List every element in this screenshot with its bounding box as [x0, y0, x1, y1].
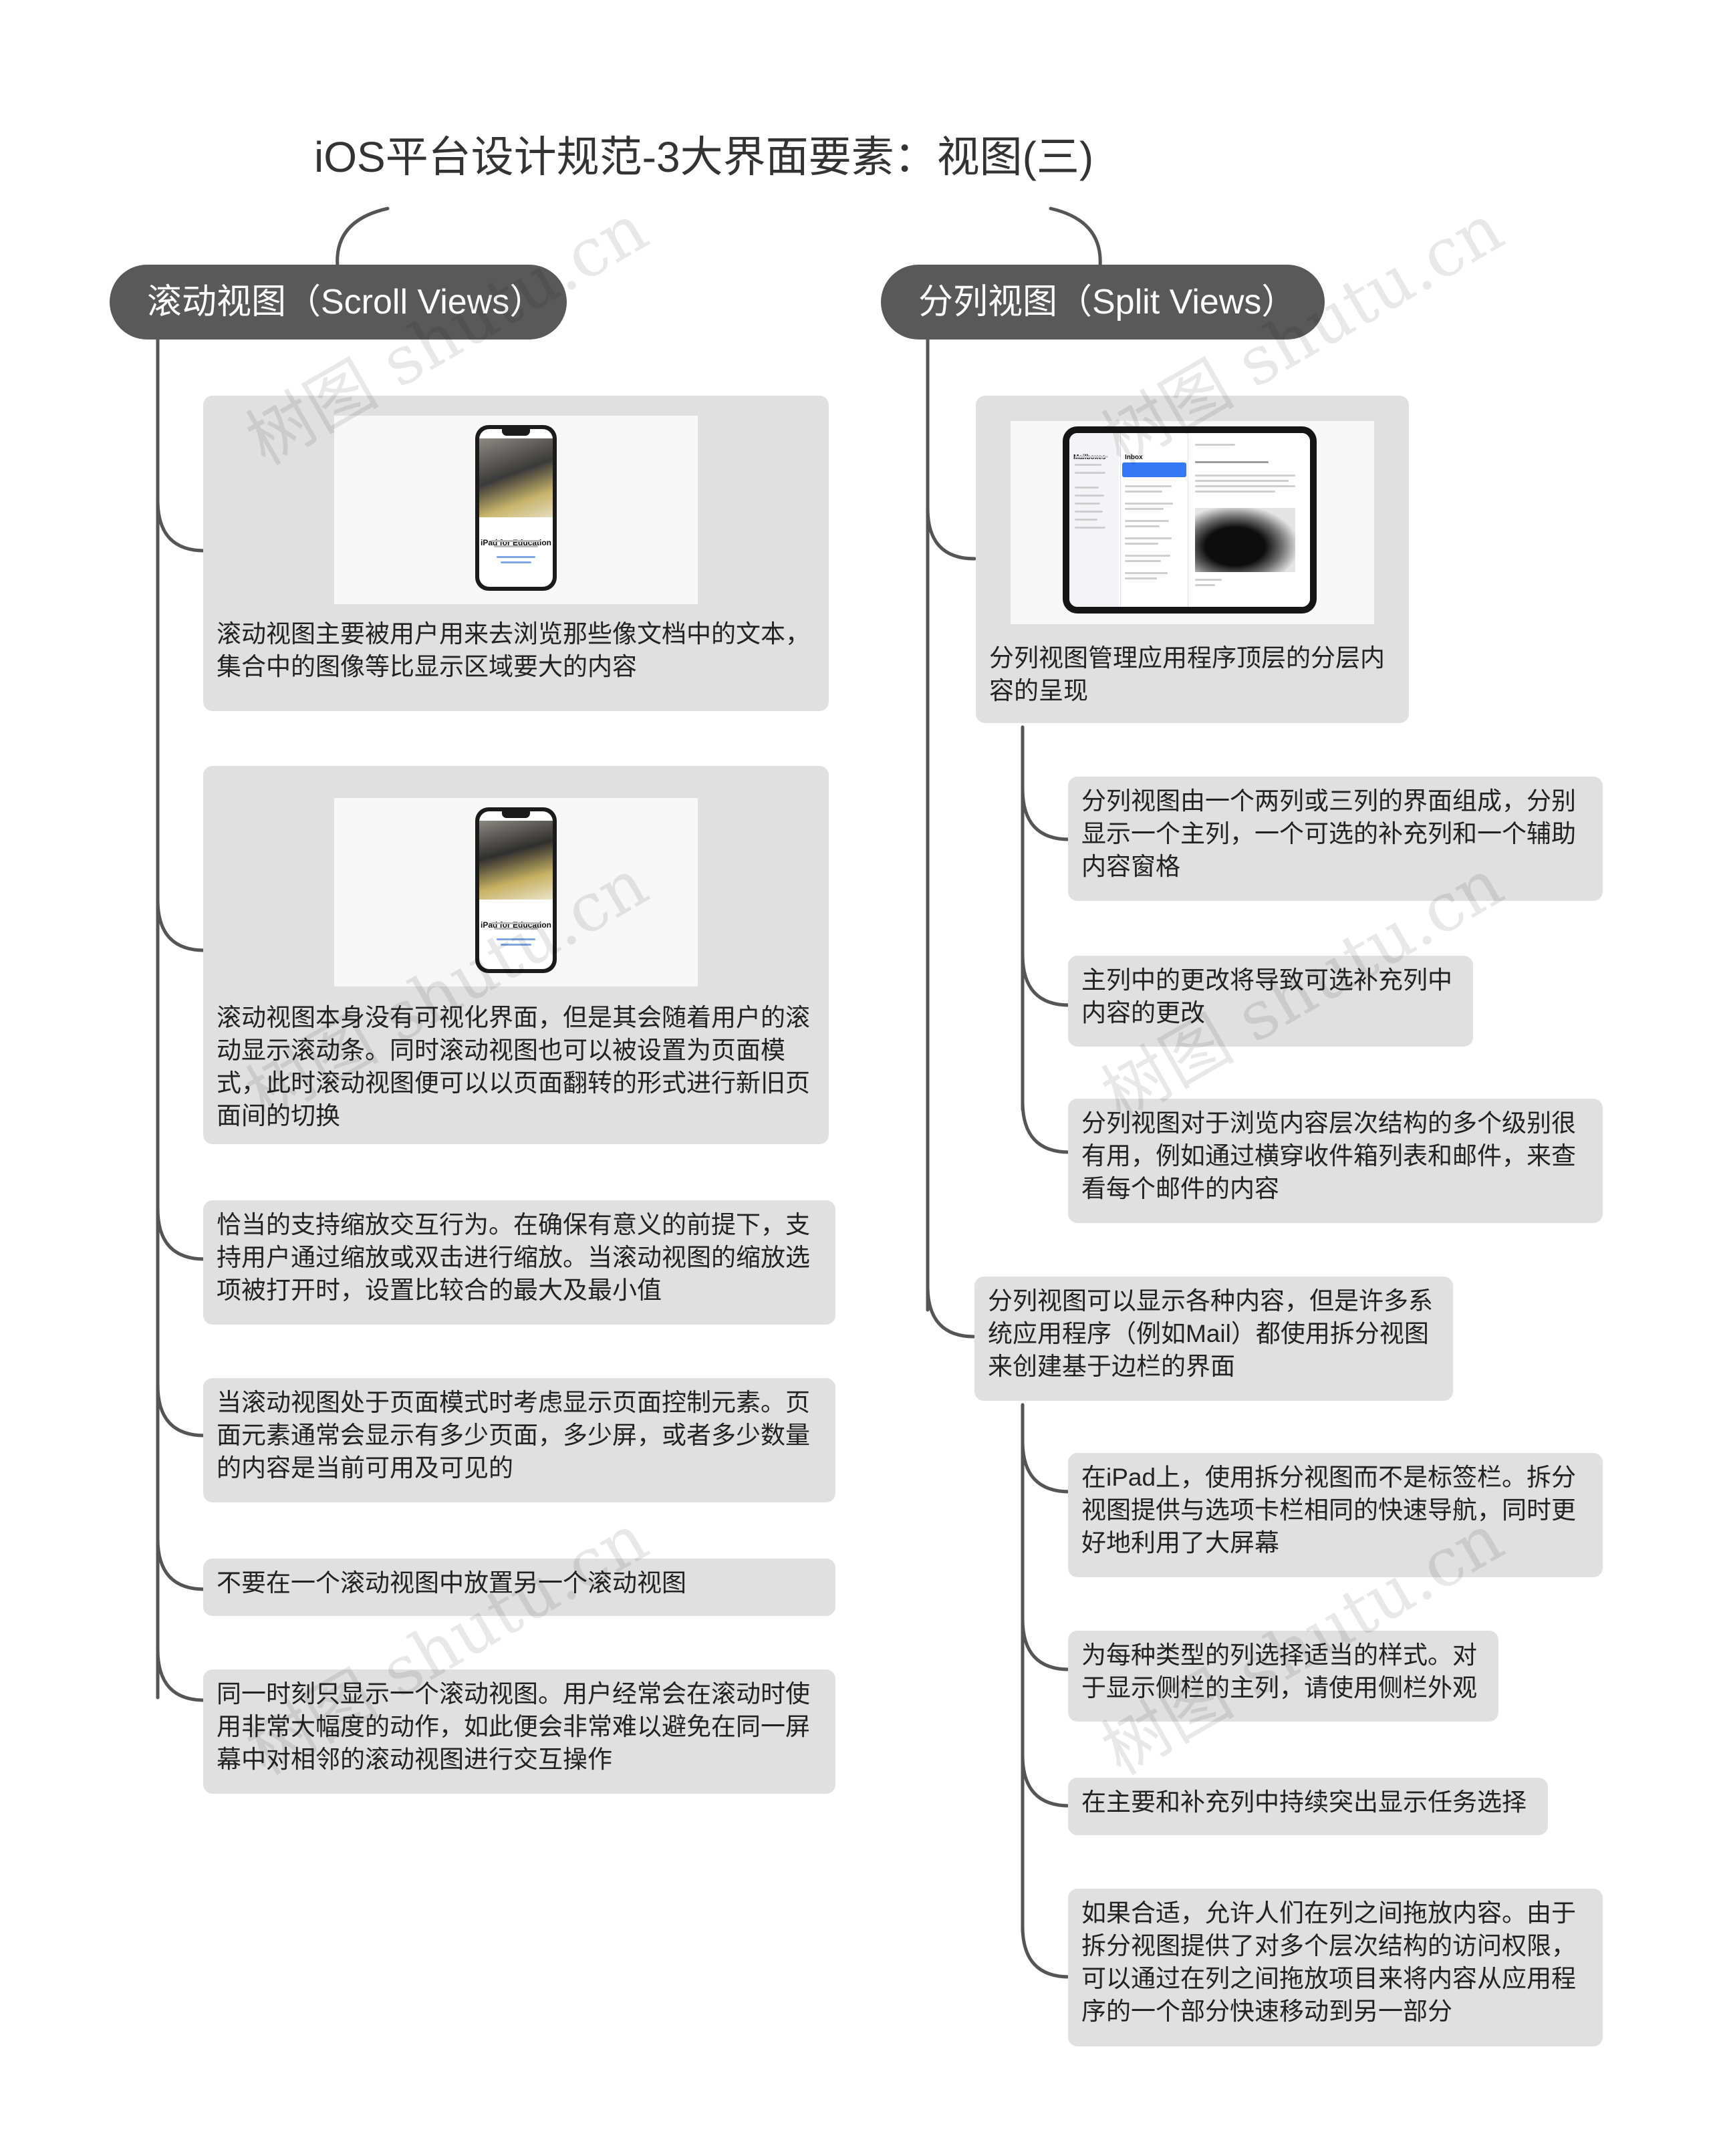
iphone-mock: iPad for Education: [475, 425, 557, 591]
page-title: iOS平台设计规范-3大界面要素：视图(三): [314, 133, 1094, 181]
topic-split-views[interactable]: 分列视图（Split Views）: [881, 265, 1325, 340]
iphone-screenshot: iPad for Education: [334, 798, 698, 986]
split-sub-node-4[interactable]: 在iPad上，使用拆分视图而不是标签栏。拆分视图提供与选项卡栏相同的快速导航，同…: [1068, 1453, 1603, 1577]
topic-scroll-views[interactable]: 滚动视图（Scroll Views）: [110, 265, 567, 340]
ipad-screenshot: Mailboxes Inbox: [1011, 421, 1374, 624]
split-sub-node-3[interactable]: 分列视图对于浏览内容层次结构的多个级别很有用，例如通过横穿收件箱列表和邮件，来查…: [1068, 1099, 1603, 1223]
node-text: 分列视图管理应用程序顶层的分层内容的呈现: [989, 644, 1385, 704]
scroll-node-3[interactable]: 恰当的支持缩放交互行为。在确保有意义的前提下，支持用户通过缩放或双击进行缩放。当…: [203, 1200, 835, 1325]
phone-heading: iPad for Education: [480, 538, 551, 547]
node-text: 为每种类型的列选择适当的样式。对于显示侧栏的主列，请使用侧栏外观: [1081, 1641, 1477, 1702]
node-text: 在主要和补充列中持续突出显示任务选择: [1081, 1788, 1527, 1816]
scroll-node-5[interactable]: 不要在一个滚动视图中放置另一个滚动视图: [203, 1559, 835, 1616]
scroll-node-6[interactable]: 同一时刻只显示一个滚动视图。用户经常会在滚动时使用非常大幅度的动作，如此便会非常…: [203, 1669, 835, 1794]
split-sub-node-5[interactable]: 为每种类型的列选择适当的样式。对于显示侧栏的主列，请使用侧栏外观: [1068, 1631, 1498, 1722]
node-text: 在iPad上，使用拆分视图而不是标签栏。拆分视图提供与选项卡栏相同的快速导航，同…: [1081, 1464, 1577, 1557]
ipad-mock: Mailboxes Inbox: [1063, 426, 1317, 614]
scroll-node-4[interactable]: 当滚动视图处于页面模式时考虑显示页面控制元素。页面元素通常会显示有多少页面，多少…: [203, 1378, 835, 1502]
split-sub-node-1[interactable]: 分列视图由一个两列或三列的界面组成，分别显示一个主列，一个可选的补充列和一个辅助…: [1068, 777, 1603, 901]
split-sub-node-7[interactable]: 如果合适，允许人们在列之间拖放内容。由于拆分视图提供了对多个层次结构的访问权限，…: [1068, 1889, 1603, 2046]
scroll-node-1[interactable]: iPad for Education 滚动视图主要被用户用来去浏览那些像文档中的…: [203, 396, 829, 711]
iphone-screenshot: iPad for Education: [334, 416, 698, 604]
node-text: 恰当的支持缩放交互行为。在确保有意义的前提下，支持用户通过缩放或双击进行缩放。当…: [217, 1211, 810, 1304]
iphone-mock: iPad for Education: [475, 807, 557, 973]
phone-heading: iPad for Education: [480, 920, 551, 930]
node-text: 如果合适，允许人们在列之间拖放内容。由于拆分视图提供了对多个层次结构的访问权限，…: [1081, 1899, 1576, 2025]
node-text: 分列视图可以显示各种内容，但是许多系统应用程序（例如Mail）都使用拆分视图来创…: [988, 1287, 1433, 1380]
node-text: 分列视图对于浏览内容层次结构的多个级别很有用，例如通过横穿收件箱列表和邮件，来查…: [1081, 1109, 1576, 1202]
node-text: 滚动视图本身没有可视化界面，但是其会随着用户的滚动显示滚动条。同时滚动视图也可以…: [217, 1004, 810, 1129]
node-text: 不要在一个滚动视图中放置另一个滚动视图: [217, 1569, 686, 1597]
node-text: 当滚动视图处于页面模式时考虑显示页面控制元素。页面元素通常会显示有多少页面，多少…: [217, 1389, 810, 1482]
inbox-label: Inbox: [1125, 454, 1143, 461]
split-node-1[interactable]: Mailboxes Inbox: [976, 396, 1409, 723]
scroll-node-2[interactable]: iPad for Education 滚动视图本身没有可视化界面，但是其会随着用…: [203, 766, 829, 1144]
node-text: 主列中的更改将导致可选补充列中内容的更改: [1081, 966, 1452, 1027]
node-text: 分列视图由一个两列或三列的界面组成，分别显示一个主列，一个可选的补充列和一个辅助…: [1081, 787, 1576, 880]
split-sub-node-6[interactable]: 在主要和补充列中持续突出显示任务选择: [1068, 1778, 1548, 1835]
split-node-2[interactable]: 分列视图可以显示各种内容，但是许多系统应用程序（例如Mail）都使用拆分视图来创…: [974, 1276, 1453, 1401]
split-sub-node-2[interactable]: 主列中的更改将导致可选补充列中内容的更改: [1068, 956, 1473, 1047]
node-text: 同一时刻只显示一个滚动视图。用户经常会在滚动时使用非常大幅度的动作，如此便会非常…: [217, 1680, 810, 1773]
node-text: 滚动视图主要被用户用来去浏览那些像文档中的文本，集合中的图像等比显示区域要大的内…: [217, 620, 810, 680]
